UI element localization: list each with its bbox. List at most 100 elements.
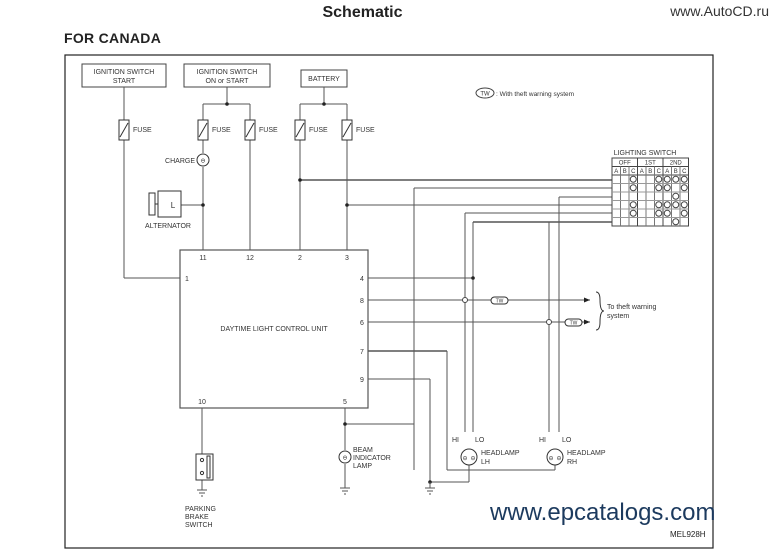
svg-text:HI: HI xyxy=(539,437,546,444)
svg-text:⊖: ⊖ xyxy=(470,456,475,462)
svg-text:HEADLAMP: HEADLAMP xyxy=(567,450,606,457)
switch-column-label: C xyxy=(682,169,687,175)
svg-text:⊖: ⊖ xyxy=(200,159,205,165)
switch-contact-icon xyxy=(663,201,671,209)
svg-text:CHARGE: CHARGE xyxy=(165,158,195,165)
switch-column-label: A xyxy=(614,169,618,175)
watermark-autocd: www.AutoCD.ru xyxy=(670,3,769,19)
svg-text:⊖: ⊖ xyxy=(462,456,467,462)
svg-text:LO: LO xyxy=(475,437,485,444)
svg-text:ON or START: ON or START xyxy=(206,78,250,85)
switch-position-2nd: 2ND xyxy=(670,161,683,167)
svg-text:LAMP: LAMP xyxy=(353,463,372,470)
switch-contact-icon xyxy=(672,175,680,183)
open-connectors xyxy=(462,297,552,325)
svg-text:FUSE: FUSE xyxy=(133,127,152,134)
svg-text:BATTERY: BATTERY xyxy=(308,76,340,83)
switch-position-1st: 1ST xyxy=(645,161,656,167)
switch-column-label: A xyxy=(665,169,669,175)
fuse-icon xyxy=(197,119,209,141)
svg-text:⊖: ⊖ xyxy=(342,456,347,462)
svg-text:⊖: ⊖ xyxy=(556,456,561,462)
headlamp-rh: ⊖ ⊖ HI LO HEADLAMP RH xyxy=(539,437,606,466)
headlamp-lh: ⊖ ⊖ HI LO HEADLAMP LH xyxy=(452,437,520,466)
fuses xyxy=(118,119,353,141)
page-title: Schematic xyxy=(322,4,403,21)
svg-text:HEADLAMP: HEADLAMP xyxy=(481,450,520,457)
pin-9: 9 xyxy=(360,377,364,384)
ground-icon xyxy=(425,487,435,495)
svg-text:INDICATOR: INDICATOR xyxy=(353,455,391,462)
svg-text:BRAKE: BRAKE xyxy=(185,514,209,521)
switch-contact-icon xyxy=(680,201,688,209)
switch-contact-icon xyxy=(655,209,663,217)
fuse-labels: FUSE FUSE FUSE FUSE FUSE xyxy=(133,127,375,134)
svg-text:PARKING: PARKING xyxy=(185,506,216,513)
alternator: L ALTERNATOR xyxy=(145,190,191,230)
svg-text:IGNITION SWITCH: IGNITION SWITCH xyxy=(94,69,155,76)
brace-icon xyxy=(595,291,605,331)
pin-4: 4 xyxy=(360,276,364,283)
switch-contact-icon xyxy=(672,218,680,226)
svg-text:TW: TW xyxy=(496,299,504,305)
svg-text:TW: TW xyxy=(480,92,490,98)
ground-icons xyxy=(197,482,435,497)
switch-column-label: A xyxy=(640,169,644,175)
svg-text:: With theft warning system: : With theft warning system xyxy=(496,91,574,98)
section-heading: FOR CANADA xyxy=(64,30,162,46)
svg-text:DAYTIME LIGHT CONTROL UNIT: DAYTIME LIGHT CONTROL UNIT xyxy=(220,326,328,333)
tw-tag: TW xyxy=(490,296,509,305)
pin-11: 11 xyxy=(199,255,206,262)
fuse-icon xyxy=(244,119,256,141)
svg-text:TW: TW xyxy=(570,321,578,327)
switch-contact-icon xyxy=(655,175,663,183)
svg-text:L: L xyxy=(171,201,176,210)
power-ign-start: IGNITION SWITCH START xyxy=(81,63,167,88)
power-battery: BATTERY xyxy=(300,69,348,88)
svg-text:system: system xyxy=(607,313,629,320)
svg-text:FUSE: FUSE xyxy=(309,127,328,134)
svg-text:ALTERNATOR: ALTERNATOR xyxy=(145,223,191,230)
svg-text:FUSE: FUSE xyxy=(356,127,375,134)
theft-note: To theft warning xyxy=(607,304,657,311)
fuse-icon xyxy=(118,119,130,141)
switch-contact-icon xyxy=(680,184,688,192)
svg-text:FUSE: FUSE xyxy=(259,127,278,134)
fuse-icon xyxy=(341,119,353,141)
switch-contact-icon xyxy=(672,192,680,200)
svg-text:IGNITION SWITCH: IGNITION SWITCH xyxy=(197,69,258,76)
switch-contact-icon xyxy=(663,184,671,192)
pin-2: 2 xyxy=(298,255,302,262)
switch-position-off: OFF xyxy=(619,161,631,167)
switch-contact-icon xyxy=(629,184,637,192)
switch-contact-icon xyxy=(680,175,688,183)
tw-symbol-icon xyxy=(475,87,495,99)
pin-10: 10 xyxy=(198,399,206,406)
fuse-icon xyxy=(294,119,306,141)
arrow-icons xyxy=(584,297,590,325)
svg-text:⊖: ⊖ xyxy=(548,456,553,462)
daytime-light-control-unit: DAYTIME LIGHT CONTROL UNIT 11 12 2 3 1 4… xyxy=(179,249,369,409)
pin-6: 6 xyxy=(360,320,364,327)
ground-icon xyxy=(197,489,207,497)
pin-5: 5 xyxy=(343,399,347,406)
lamp-icon xyxy=(196,153,210,167)
headlamp-icon xyxy=(460,448,478,466)
switch-column-label: B xyxy=(674,169,678,175)
switch-column-label: B xyxy=(648,169,652,175)
svg-text:HI: HI xyxy=(452,437,459,444)
svg-text:START: START xyxy=(113,78,136,85)
switch-contact-icon xyxy=(663,209,671,217)
pulley-icon xyxy=(148,192,156,216)
headlamp-icon xyxy=(546,448,564,466)
ground-icon xyxy=(340,487,350,495)
switch-contact-icon xyxy=(680,209,688,217)
switch-contact-icon xyxy=(629,175,637,183)
switch-column-label: B xyxy=(623,169,627,175)
switch-contact-icon xyxy=(663,175,671,183)
switch-contact-icon xyxy=(629,201,637,209)
svg-text:RH: RH xyxy=(567,459,577,466)
parking-brake-switch: PARKING BRAKE SWITCH xyxy=(185,453,216,529)
